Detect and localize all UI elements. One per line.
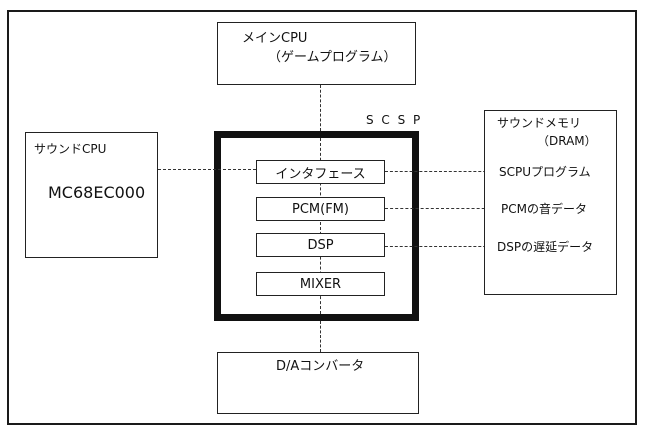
main-cpu-sublabel: （ゲームプログラム）: [268, 50, 397, 65]
scsp-label: S C S P: [366, 113, 423, 127]
diagram-frame: [7, 10, 637, 425]
sound-memory-item: SCPUプログラム: [499, 165, 591, 179]
scsp-block-mixer: MIXER: [256, 272, 385, 296]
sound-memory-box: サウンドメモリ （DRAM） SCPUプログラム PCMの音データ DSPの遅延…: [484, 110, 617, 295]
dac-label: D/Aコンバータ: [276, 359, 365, 374]
scsp-block-dsp: DSP: [256, 233, 385, 257]
connector-main-cpu-scsp: [320, 85, 321, 131]
sound-cpu-chip: MC68EC000: [48, 183, 146, 202]
connector-sound-cpu-interface: [158, 169, 256, 170]
sound-memory-item: DSPの遅延データ: [497, 240, 594, 254]
connector-scsp-dac: [320, 321, 321, 352]
sound-memory-item: PCMの音データ: [501, 202, 587, 216]
connector-interface-memory: [385, 171, 496, 172]
sound-memory-sublabel: （DRAM）: [537, 134, 597, 148]
dac-box: D/Aコンバータ: [217, 352, 419, 414]
scsp-block-pcm-fm: PCM(FM): [256, 197, 385, 221]
sound-cpu-box: サウンドCPU MC68EC000: [25, 132, 158, 258]
connector-scsp-internal: [320, 138, 321, 314]
sound-memory-label: サウンドメモリ: [497, 116, 582, 130]
sound-cpu-label: サウンドCPU: [34, 142, 107, 156]
connector-pcm-memory: [385, 208, 500, 209]
main-cpu-box: メインCPU （ゲームプログラム）: [217, 22, 416, 85]
connector-dsp-memory: [385, 246, 496, 247]
main-cpu-label: メインCPU: [242, 31, 308, 46]
scsp-block-interface: インタフェース: [256, 160, 385, 184]
